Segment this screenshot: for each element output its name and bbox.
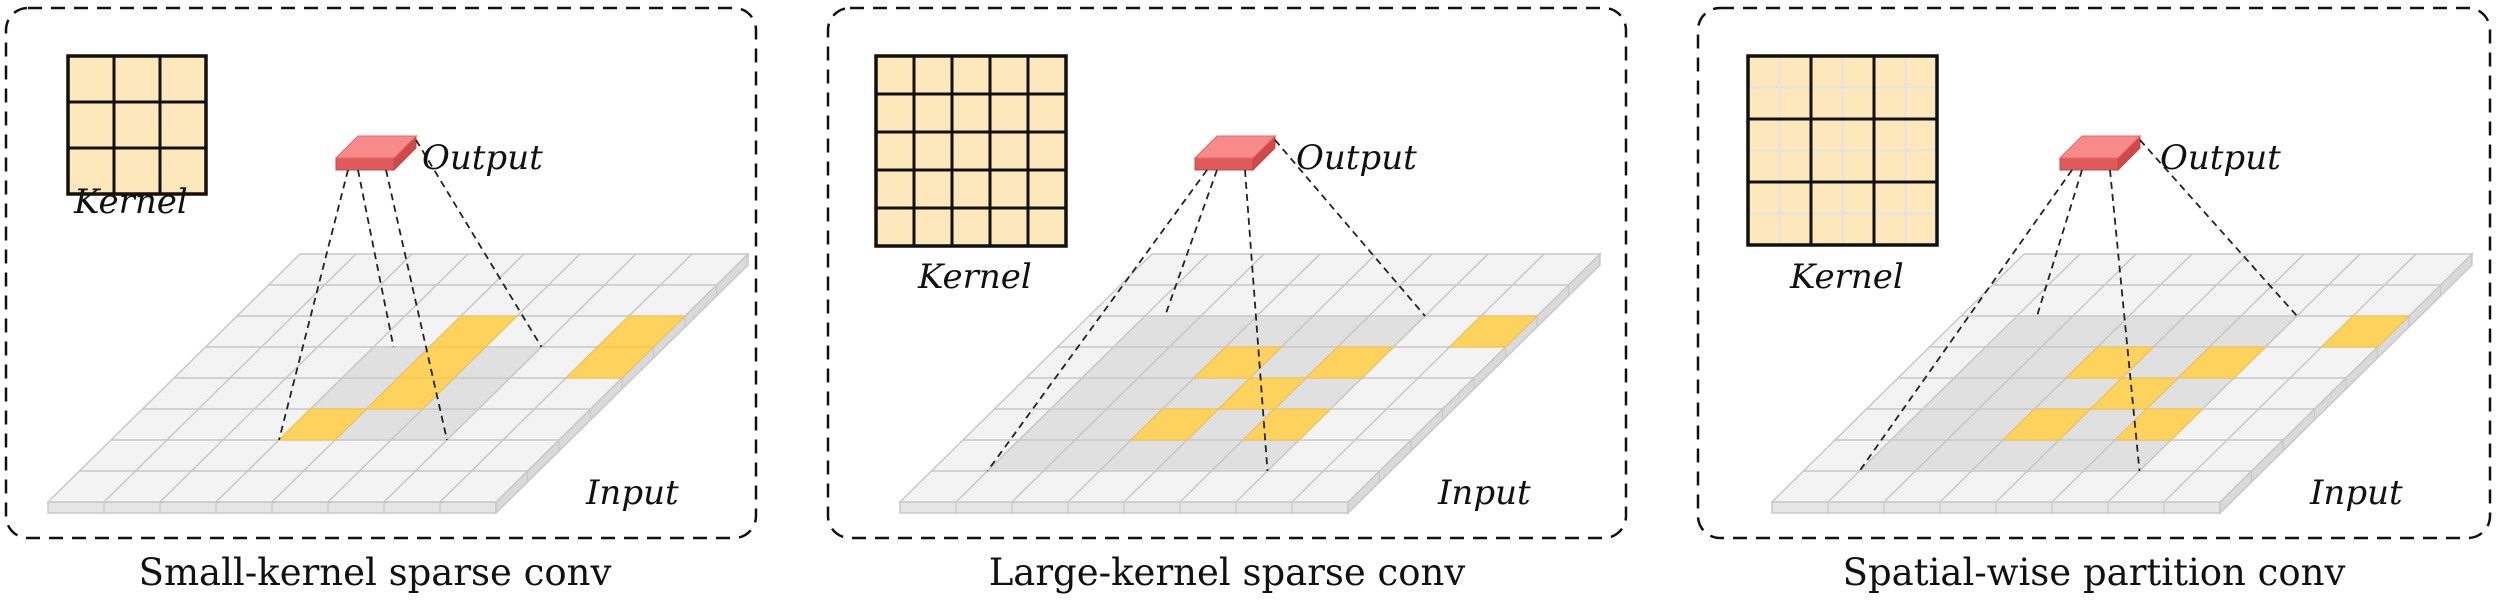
input-label: Input xyxy=(585,473,679,513)
input-grid xyxy=(46,252,750,515)
projection-line xyxy=(2139,139,2298,317)
kernel-border xyxy=(1746,54,1939,247)
kernel-fill xyxy=(68,56,206,194)
kernel-grid xyxy=(874,54,1068,248)
panel-caption: Large-kernel sparse conv xyxy=(989,551,1466,594)
projection-line xyxy=(2036,169,2083,317)
output-top xyxy=(1193,135,1277,159)
kernel-border xyxy=(66,54,208,196)
projection-line xyxy=(1858,169,2073,472)
kernel-fill xyxy=(876,56,1066,246)
panel-frame xyxy=(4,6,758,540)
projection-line xyxy=(385,169,448,441)
input-label: Input xyxy=(1437,473,1531,513)
grid-line-col xyxy=(159,253,413,503)
panel-frame xyxy=(826,6,1628,540)
grid-line-col xyxy=(1883,253,2137,503)
projection-line xyxy=(1164,169,1218,317)
panel-spatial-partition: Kernel Output Input Spatial-wise partiti… xyxy=(1696,6,2492,594)
active-cell xyxy=(1304,346,1395,379)
panel-large-kernel: Kernel Output Input Large-kernel sparse … xyxy=(826,6,1628,594)
projection-line xyxy=(2109,169,2141,472)
panel-frame xyxy=(1696,6,2492,540)
projection-line xyxy=(357,169,395,348)
kernel-label: Kernel xyxy=(73,182,188,222)
output-front xyxy=(1194,157,1254,171)
output-top xyxy=(2058,135,2142,159)
active-cell xyxy=(277,408,368,441)
output-top xyxy=(334,135,418,159)
active-cell xyxy=(564,346,655,379)
projection-lines xyxy=(278,139,543,441)
active-cell xyxy=(365,377,456,410)
projection-lines xyxy=(986,139,1426,472)
grid-line-col xyxy=(383,253,637,503)
output-label: Output xyxy=(1296,138,1417,178)
projection-line xyxy=(1244,169,1269,472)
kernel-grid xyxy=(1746,54,1939,247)
grid-line-col xyxy=(215,253,469,503)
projection-line xyxy=(1274,139,1426,317)
panel-caption: Spatial-wise partition conv xyxy=(1843,551,2346,594)
active-cell xyxy=(2176,346,2267,379)
output-front xyxy=(335,157,395,171)
input-label: Input xyxy=(2309,473,2403,513)
output-block xyxy=(2058,134,2142,172)
output-block xyxy=(1193,134,1277,172)
projection-line xyxy=(415,139,543,348)
output-block xyxy=(334,134,418,172)
active-cell xyxy=(1129,408,1220,441)
active-cell xyxy=(2001,408,2092,441)
panel-caption: Small-kernel sparse conv xyxy=(139,551,612,594)
output-label: Output xyxy=(2160,138,2281,178)
grid-line-col xyxy=(2163,253,2417,503)
grid-line-col xyxy=(955,253,1209,503)
output-label: Output xyxy=(422,138,543,178)
grid-line-col xyxy=(1291,253,1545,503)
projection-line xyxy=(986,169,1208,472)
input-grid xyxy=(1770,252,2474,515)
kernel-border xyxy=(874,54,1068,248)
active-cell xyxy=(1448,315,1539,348)
active-cell xyxy=(2113,408,2204,441)
projection-line xyxy=(278,169,349,441)
panel-small-kernel: Kernel Output Input Small-kernel sparse … xyxy=(4,6,758,594)
grid-line-col xyxy=(103,253,357,503)
kernel-label: Kernel xyxy=(1789,257,1904,297)
active-cell xyxy=(1241,408,1332,441)
grid-line-col xyxy=(1011,253,1265,503)
output-front xyxy=(2059,157,2119,171)
projection-lines xyxy=(1858,139,2298,472)
kernel-label: Kernel xyxy=(917,257,1032,297)
kernel-grid xyxy=(66,54,208,196)
active-cell xyxy=(2320,315,2411,348)
grid-line-col xyxy=(1827,253,2081,503)
